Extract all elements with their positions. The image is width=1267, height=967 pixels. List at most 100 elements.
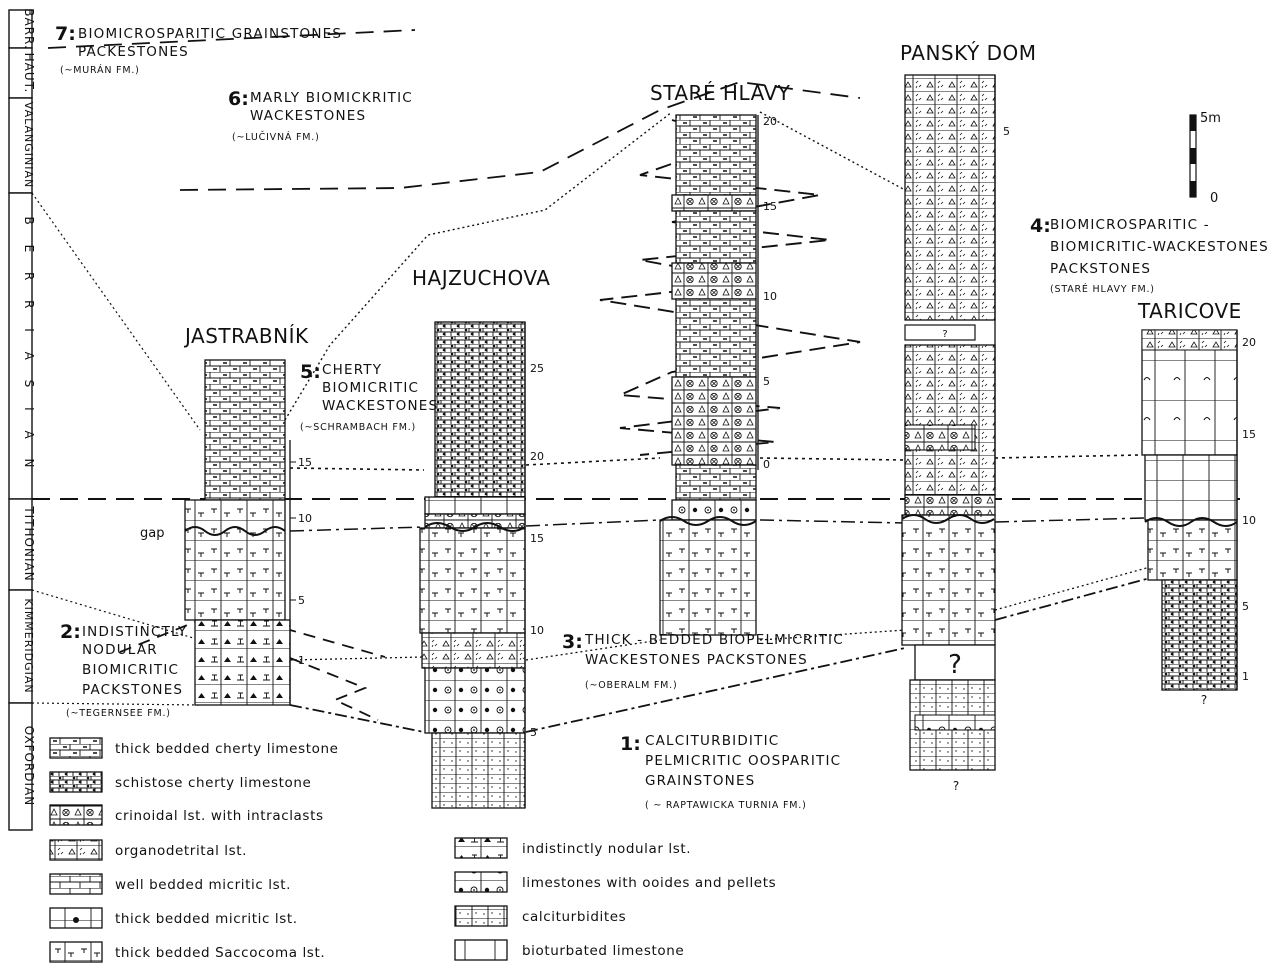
facies-line: WACKESTONES xyxy=(250,108,366,124)
facies-number: 4: xyxy=(1030,215,1051,237)
legend-item-thick-micritic: thick bedded micritic lst. xyxy=(50,908,298,928)
legend-label: calciturbidites xyxy=(522,909,626,925)
missing-interval-question: ? xyxy=(948,650,962,680)
tick-label: 5 xyxy=(1242,600,1249,613)
scale-bar: 5m 0 xyxy=(1190,111,1221,206)
legend-item-calciturbidites: calciturbidites xyxy=(455,906,626,926)
bottom-question: ? xyxy=(1201,693,1207,707)
facies-line: WACKESTONES PACKSTONES xyxy=(585,652,808,668)
legend-label: well bedded micritic lst. xyxy=(115,877,291,893)
stage-barr: BARR. xyxy=(22,8,36,50)
legend-item-well-bedded: well bedded micritic lst. xyxy=(50,874,291,894)
facies-4: 4: BIOMICROSPARITIC - BIOMICRITIC-WACKES… xyxy=(1030,215,1267,295)
facies-5: 5: CHERTY BIOMICRITIC WACKESTONES (~SCHR… xyxy=(300,361,438,433)
tick-label: 5 xyxy=(763,375,770,388)
facies-line: WACKESTONES xyxy=(322,398,438,414)
facies-line: CALCITURBIDITIC xyxy=(645,733,779,749)
tick-label: 20 xyxy=(530,450,544,463)
facies-formation: (~TEGERNSEE FM.) xyxy=(66,708,171,719)
facies-formation: ( ~ RAPTAWICKA TURNIA FM.) xyxy=(645,800,807,811)
facies-6: 6: MARLY BIOMICKRITIC WACKESTONES (~LUČI… xyxy=(228,88,413,143)
legend-item-bioturbated: bioturbated limestone xyxy=(455,940,684,960)
legend-item-nodular: indistinctly nodular lst. xyxy=(455,838,691,858)
facies-line: CHERTY xyxy=(322,362,382,378)
tick-label: 10 xyxy=(530,624,544,637)
tick-label: 5 xyxy=(298,594,305,607)
tick-label: 0 xyxy=(763,458,770,471)
legend-item-schistose: schistose cherty limestone xyxy=(50,772,311,792)
legend-label: thick bedded micritic lst. xyxy=(115,911,298,927)
facies-line: GRAINSTONES xyxy=(645,773,755,789)
facies-7: 7: BIOMICROSPARITIC GRAINSTONES PACKESTO… xyxy=(55,23,342,76)
legend-label: bioturbated limestone xyxy=(522,943,684,959)
stage-valanginian: VALANGINIAN xyxy=(22,102,35,188)
legend-item-organodetrital: organodetrital lst. xyxy=(50,840,247,860)
facies-number: 6: xyxy=(228,88,249,110)
stage-oxfordian: OXFORDIAN xyxy=(22,726,36,807)
facies-line: BIOMICRITIC xyxy=(322,380,419,396)
scale-bottom-label: 0 xyxy=(1210,191,1218,206)
section-hajzuchova: HAJZUCHOVA 25 20 15 10 5 xyxy=(412,266,550,808)
legend: thick bedded cherty limestone schistose … xyxy=(50,738,776,962)
tick-label: 15 xyxy=(298,456,312,469)
section-title-jastrabnik: JASTRABNÍK xyxy=(183,324,309,348)
facies-line: MARLY BIOMICKRITIC xyxy=(250,90,413,106)
stage-column: BARR. HAUT. VALANGINIAN B E R R I A S I … xyxy=(9,8,36,830)
stage-haut: HAUT. xyxy=(22,53,36,94)
tick-label: 20 xyxy=(763,115,777,128)
section-title-taricove: TARICOVE xyxy=(1137,299,1242,323)
stage-kimmeridgian: KIMMERIDGIAN xyxy=(22,598,35,693)
facies-formation: (~MURÁN FM.) xyxy=(60,64,140,76)
facies-line: PELMICRITIC OOSPARITIC xyxy=(645,753,841,769)
section-taricove: TARICOVE 20 15 10 5 1 ? xyxy=(1137,299,1256,707)
facies-line: BIOMICRITIC xyxy=(82,662,179,678)
tick-label: 25 xyxy=(530,362,544,375)
legend-label: thick bedded cherty limestone xyxy=(115,741,339,757)
scale-top-label: 5m xyxy=(1200,111,1221,126)
tick-label: 15 xyxy=(1242,428,1256,441)
tick-label: 10 xyxy=(763,290,777,303)
facies-number: 2: xyxy=(60,621,81,643)
legend-item-ooides: limestones with ooides and pellets xyxy=(455,872,776,892)
tick-label: 20 xyxy=(1242,336,1256,349)
facies-number: 5: xyxy=(300,361,321,383)
legend-item-cherty: thick bedded cherty limestone xyxy=(50,738,339,758)
tick-label: 1 xyxy=(1242,670,1249,683)
facies-line: PACKSTONES xyxy=(82,682,183,698)
facies-formation: (STARÉ HLAVY FM.) xyxy=(1050,283,1155,295)
facies-line: BIOMICROSPARITIC GRAINSTONES xyxy=(78,26,342,42)
legend-label: schistose cherty limestone xyxy=(115,775,311,791)
facies-number: 7: xyxy=(55,23,76,45)
stage-tithonian: TITHONIAN xyxy=(22,505,36,581)
facies-number: 1: xyxy=(620,733,641,755)
facies-number: 3: xyxy=(562,631,583,653)
facies-line: BIOMICROSPARITIC - xyxy=(1050,217,1210,233)
facies-line: PACKSTONES xyxy=(1050,261,1151,277)
facies-line: BIOMICRITIC-WACKESTONES xyxy=(1050,239,1267,255)
facies-formation: (~OBERALM FM.) xyxy=(585,680,677,691)
legend-label: organodetrital lst. xyxy=(115,843,247,859)
facies-line: PACKESTONES xyxy=(78,44,189,60)
legend-item-crinoidal: crinoidal lst. with intraclasts xyxy=(50,805,324,825)
facies-line: THICK - BEDDED BIOPELMICRITIC xyxy=(584,632,844,648)
section-title-pansky-dom: PANSKÝ DOM xyxy=(900,41,1037,65)
tick-label: 10 xyxy=(298,512,312,525)
legend-label: thick bedded Saccocoma lst. xyxy=(115,945,325,961)
tick-label: 15 xyxy=(763,200,777,213)
tick-label: 5 xyxy=(1003,125,1010,138)
facies-3: 3: THICK - BEDDED BIOPELMICRITIC WACKEST… xyxy=(562,631,844,691)
tick-label: 15 xyxy=(530,532,544,545)
legend-label: crinoidal lst. with intraclasts xyxy=(115,808,324,824)
facies-formation: (~LUČIVNÁ FM.) xyxy=(232,131,320,143)
section-stare-hlavy: STARÉ HLAVY 20 15 10 5 0 xyxy=(650,81,791,635)
facies-line: NODULAR xyxy=(82,642,158,658)
legend-item-saccocoma: thick bedded Saccocoma lst. xyxy=(50,942,325,962)
section-title-stare-hlavy: STARÉ HLAVY xyxy=(650,81,791,105)
legend-label: limestones with ooides and pellets xyxy=(522,875,776,891)
small-question: ? xyxy=(942,329,947,340)
section-title-hajzuchova: HAJZUCHOVA xyxy=(412,266,550,290)
facies-1: 1: CALCITURBIDITIC PELMICRITIC OOSPARITI… xyxy=(620,733,841,811)
facies-formation: (~SCHRAMBACH FM.) xyxy=(300,422,416,433)
bottom-question: ? xyxy=(953,779,959,793)
section-pansky-dom: PANSKÝ DOM 5 ? ? ? xyxy=(900,41,1037,793)
